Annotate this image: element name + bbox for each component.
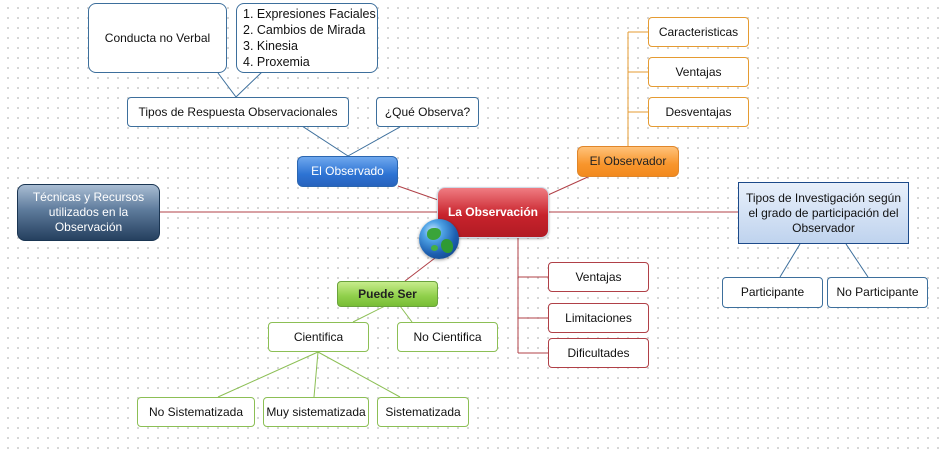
tipos-investigacion-node[interactable]: Tipos de Investigación según el grado de… xyxy=(738,182,909,244)
globe-icon xyxy=(419,219,459,259)
cientifica-node[interactable]: Cientifica xyxy=(268,322,369,352)
puede-ser-node[interactable]: Puede Ser xyxy=(337,281,438,307)
central-topic-node[interactable]: La Observación xyxy=(437,187,549,238)
desventajas-node[interactable]: Desventajas xyxy=(648,97,749,127)
list-item: 2. Cambios de Mirada xyxy=(243,23,366,37)
list-item: 3. Kinesia xyxy=(243,39,298,53)
participante-node[interactable]: Participante xyxy=(722,277,823,308)
dificultades-node[interactable]: Dificultades xyxy=(548,338,649,368)
caracteristicas-node[interactable]: Caracteristicas xyxy=(648,17,749,47)
limitaciones-node[interactable]: Limitaciones xyxy=(548,303,649,333)
ventajas-node[interactable]: Ventajas xyxy=(548,262,649,292)
que-observa-node[interactable]: ¿Qué Observa? xyxy=(376,97,479,127)
sistematizada-node[interactable]: Sistematizada xyxy=(377,397,469,427)
conducta-no-verbal-node[interactable]: Conducta no Verbal xyxy=(88,3,227,73)
el-observado-node[interactable]: El Observado xyxy=(297,156,398,187)
no-cientifica-node[interactable]: No Cientifica xyxy=(397,322,498,352)
muy-sistematizada-node[interactable]: Muy sistematizada xyxy=(263,397,369,427)
list-item: 4. Proxemia xyxy=(243,55,310,69)
conducta-list-node[interactable]: 1. Expresiones Faciales 2. Cambios de Mi… xyxy=(236,3,378,73)
list-item: 1. Expresiones Faciales xyxy=(243,7,376,21)
no-sistematizada-node[interactable]: No Sistematizada xyxy=(137,397,255,427)
el-observador-node[interactable]: El Observador xyxy=(577,146,679,177)
no-participante-node[interactable]: No Participante xyxy=(827,277,928,308)
observador-ventajas-node[interactable]: Ventajas xyxy=(648,57,749,87)
tecnicas-node[interactable]: Técnicas y Recursos utilizados en la Obs… xyxy=(17,184,160,241)
tipos-respuesta-node[interactable]: Tipos de Respuesta Observacionales xyxy=(127,97,349,127)
